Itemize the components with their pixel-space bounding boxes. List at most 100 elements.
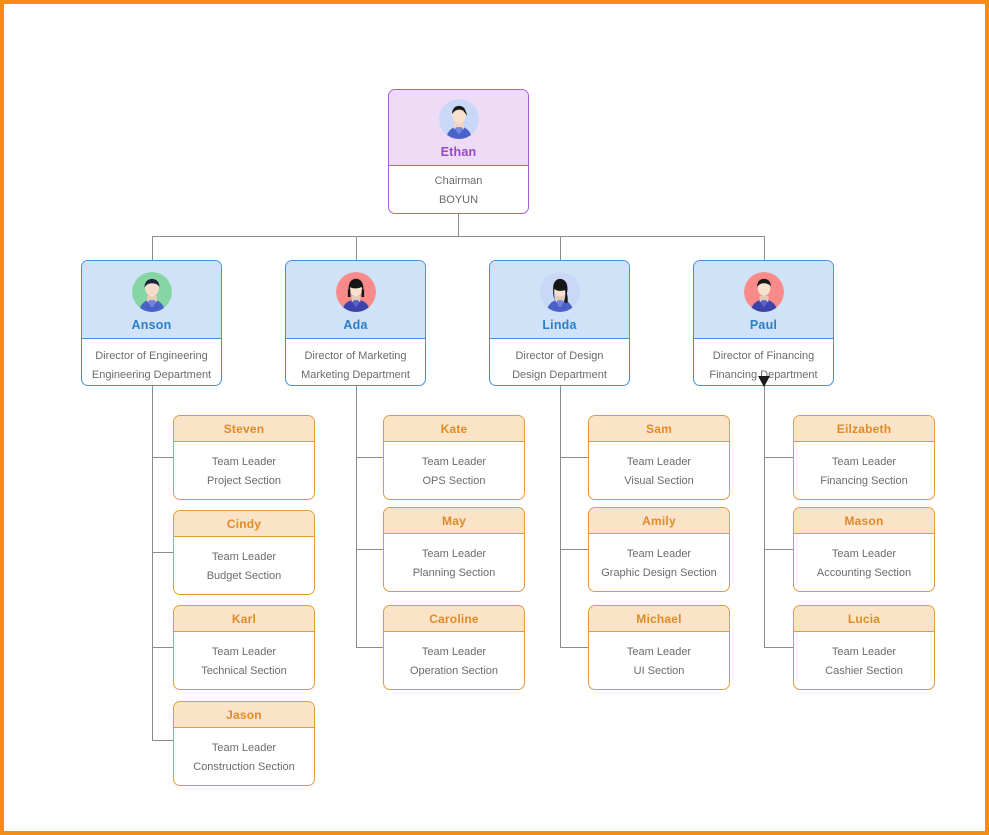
connector-stub-karl — [152, 647, 173, 648]
org-node-leader-mason[interactable]: Mason Team Leader Accounting Section — [793, 507, 935, 592]
node-role-chairman: Chairman — [434, 174, 483, 187]
connector-drop-paul — [764, 236, 765, 260]
node-role-ada: Director of Marketing — [304, 349, 407, 362]
node-header-karl: Karl — [174, 606, 314, 632]
node-unit-ada: Marketing Department — [301, 368, 410, 381]
org-node-leader-michael[interactable]: Michael Team Leader UI Section — [588, 605, 730, 690]
node-name-jason: Jason — [226, 707, 262, 722]
node-role-kate: Team Leader — [421, 456, 487, 468]
node-body-sam: Team Leader Visual Section — [589, 442, 729, 499]
node-unit-kate: OPS Section — [422, 475, 486, 487]
node-name-amily: Amily — [642, 513, 676, 528]
avatar-anson — [131, 271, 172, 312]
org-node-director-linda[interactable]: Linda Director of Design Design Departme… — [489, 260, 630, 386]
org-node-leader-sam[interactable]: Sam Team Leader Visual Section — [588, 415, 730, 500]
node-role-amily: Team Leader — [626, 548, 692, 560]
node-body-ada: Director of Marketing Marketing Departme… — [286, 339, 425, 385]
org-node-leader-kate[interactable]: Kate Team Leader OPS Section — [383, 415, 525, 500]
node-header-jason: Jason — [174, 702, 314, 728]
org-node-leader-eilzabeth[interactable]: Eilzabeth Team Leader Financing Section — [793, 415, 935, 500]
org-node-leader-karl[interactable]: Karl Team Leader Technical Section — [173, 605, 315, 690]
node-header-may: May — [384, 508, 524, 534]
node-header-michael: Michael — [589, 606, 729, 632]
node-header-steven: Steven — [174, 416, 314, 442]
connector-trunk-design — [560, 386, 561, 647]
node-role-may: Team Leader — [421, 548, 487, 560]
node-body-linda: Director of Design Design Department — [490, 339, 629, 385]
org-node-leader-jason[interactable]: Jason Team Leader Construction Section — [173, 701, 315, 786]
node-unit-michael: UI Section — [633, 665, 685, 677]
org-node-leader-caroline[interactable]: Caroline Team Leader Operation Section — [383, 605, 525, 690]
connector-trunk-financing — [764, 386, 765, 647]
node-name-paul: Paul — [749, 317, 778, 332]
connector-stub-may — [356, 549, 383, 550]
org-node-director-anson[interactable]: Anson Director of Engineering Engineerin… — [81, 260, 222, 386]
org-node-leader-amily[interactable]: Amily Team Leader Graphic Design Section — [588, 507, 730, 592]
org-chart-stage: Ethan Chairman BOYUN — [4, 4, 985, 831]
node-body-eilzabeth: Team Leader Financing Section — [794, 442, 934, 499]
connector-stub-eilzabeth — [764, 457, 793, 458]
node-header-chairman: Ethan — [389, 90, 528, 166]
node-body-may: Team Leader Planning Section — [384, 534, 524, 591]
connector-stub-mason — [764, 549, 793, 550]
node-role-sam: Team Leader — [626, 456, 692, 468]
connector-stub-jason — [152, 740, 173, 741]
node-header-kate: Kate — [384, 416, 524, 442]
avatar-ada — [335, 271, 376, 312]
node-role-karl: Team Leader — [211, 646, 277, 658]
node-header-linda: Linda — [490, 261, 629, 339]
node-unit-chairman: BOYUN — [438, 193, 479, 206]
avatar-linda — [539, 271, 580, 312]
connector-root-stem — [458, 214, 459, 236]
node-name-kate: Kate — [440, 421, 468, 436]
node-body-anson: Director of Engineering Engineering Depa… — [82, 339, 221, 385]
node-body-lucia: Team Leader Cashier Section — [794, 632, 934, 689]
node-body-mason: Team Leader Accounting Section — [794, 534, 934, 591]
node-header-cindy: Cindy — [174, 511, 314, 537]
node-unit-linda: Design Department — [512, 368, 607, 381]
node-body-paul: Director of Financing Financing Departme… — [694, 339, 833, 385]
node-role-jason: Team Leader — [211, 742, 277, 754]
node-role-michael: Team Leader — [626, 646, 692, 658]
org-node-director-ada[interactable]: Ada Director of Marketing Marketing Depa… — [285, 260, 426, 386]
connector-stub-caroline — [356, 647, 383, 648]
avatar-ethan — [438, 98, 479, 139]
node-name-caroline: Caroline — [429, 611, 479, 626]
node-header-ada: Ada — [286, 261, 425, 339]
connector-trunk-engineering — [152, 386, 153, 740]
mouse-cursor-icon — [758, 376, 770, 387]
node-role-caroline: Team Leader — [421, 646, 487, 658]
connector-stub-amily — [560, 549, 588, 550]
node-name-anson: Anson — [131, 317, 172, 332]
org-node-leader-lucia[interactable]: Lucia Team Leader Cashier Section — [793, 605, 935, 690]
connector-stub-steven — [152, 457, 173, 458]
org-node-chairman[interactable]: Ethan Chairman BOYUN — [388, 89, 529, 214]
node-name-eilzabeth: Eilzabeth — [836, 421, 892, 436]
node-unit-jason: Construction Section — [193, 761, 295, 773]
org-node-leader-steven[interactable]: Steven Team Leader Project Section — [173, 415, 315, 500]
node-body-steven: Team Leader Project Section — [174, 442, 314, 499]
node-role-lucia: Team Leader — [831, 646, 897, 658]
node-header-caroline: Caroline — [384, 606, 524, 632]
node-body-karl: Team Leader Technical Section — [174, 632, 314, 689]
node-name-lucia: Lucia — [847, 611, 881, 626]
connector-stub-sam — [560, 457, 588, 458]
node-header-mason: Mason — [794, 508, 934, 534]
org-node-director-paul[interactable]: Paul Director of Financing Financing Dep… — [693, 260, 834, 386]
node-unit-anson: Engineering Department — [91, 368, 212, 381]
node-unit-cindy: Budget Section — [206, 570, 282, 582]
node-unit-eilzabeth: Financing Section — [820, 475, 908, 487]
connector-drop-linda — [560, 236, 561, 260]
node-name-chairman: Ethan — [440, 144, 477, 159]
org-node-leader-may[interactable]: May Team Leader Planning Section — [383, 507, 525, 592]
node-name-linda: Linda — [542, 317, 577, 332]
node-body-caroline: Team Leader Operation Section — [384, 632, 524, 689]
org-node-leader-cindy[interactable]: Cindy Team Leader Budget Section — [173, 510, 315, 595]
node-body-kate: Team Leader OPS Section — [384, 442, 524, 499]
node-body-michael: Team Leader UI Section — [589, 632, 729, 689]
connector-drop-ada — [356, 236, 357, 260]
node-unit-steven: Project Section — [207, 475, 281, 487]
node-role-eilzabeth: Team Leader — [831, 456, 897, 468]
node-header-sam: Sam — [589, 416, 729, 442]
node-name-ada: Ada — [343, 317, 368, 332]
